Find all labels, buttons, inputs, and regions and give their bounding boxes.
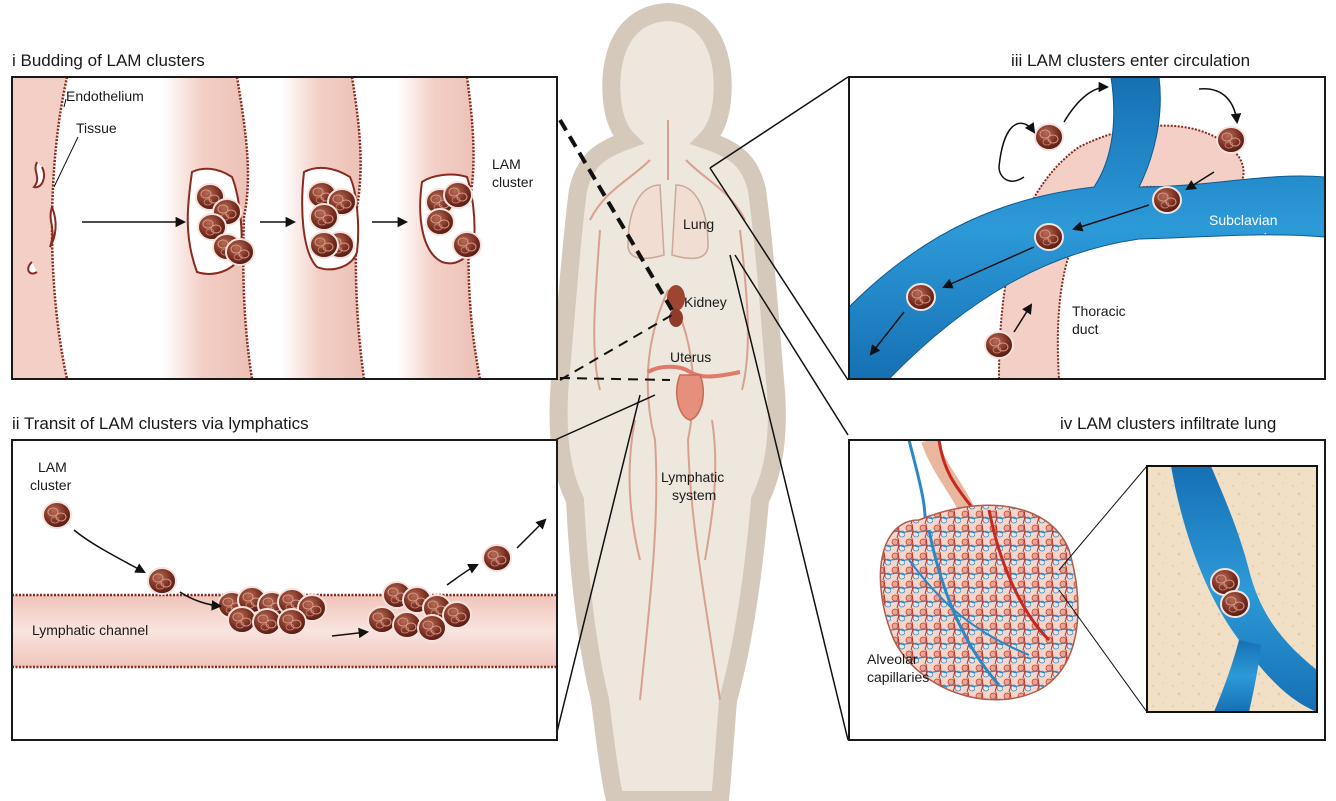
uterus-label: Uterus (670, 349, 711, 365)
panel-iii-title: iii LAM clusters enter circulation (1011, 51, 1250, 70)
lam-cluster-label-line1: LAM (492, 156, 521, 172)
panel-iv-title: iv LAM clusters infiltrate lung (1060, 414, 1276, 433)
endothelium-label: Endothelium (66, 88, 144, 104)
panel-iv: iv LAM clusters infiltrate lung Alveolar… (849, 414, 1325, 740)
panel-iv-canvas: Alveolar capillaries (849, 440, 1325, 740)
subclavian-label-line2: vein (1249, 230, 1275, 246)
panel-iii-canvas: Subclavian vein Thoracic duct (849, 77, 1325, 379)
tissue-label: Tissue (76, 120, 117, 136)
lam-cluster-ii-line2: cluster (30, 477, 72, 493)
panel-ii-canvas: LAM cluster Lymphatic channel (12, 440, 557, 740)
lymphatic-label-line1: Lymphatic (661, 469, 724, 485)
panel-ii: ii Transit of LAM clusters via lymphatic… (12, 414, 557, 740)
subclavian-label-line1: Subclavian (1209, 212, 1278, 228)
lam-cluster-label-line2: cluster (492, 174, 534, 190)
kidney-label: Kidney (684, 294, 727, 310)
kidney-organ-lower (669, 309, 683, 327)
panel-i: i Budding of LAM clusters (12, 51, 557, 379)
lung-label: Lung (683, 216, 714, 232)
panel-i-title: i Budding of LAM clusters (12, 51, 205, 70)
panel-ii-title: ii Transit of LAM clusters via lymphatic… (12, 414, 309, 433)
thoracic-label-line2: duct (1072, 321, 1099, 337)
lam-cluster-ii-line1: LAM (38, 459, 67, 475)
body-silhouette: Lung Kidney Uterus Lymphatic system (559, 12, 777, 800)
panel-iii: iii LAM clusters enter circulation Subcl… (849, 51, 1325, 379)
alveolar-label-line1: Alveolar (867, 651, 918, 667)
thoracic-label-line1: Thoracic (1072, 303, 1126, 319)
alveolar-label-line2: capillaries (867, 669, 929, 685)
lymphatic-channel-label: Lymphatic channel (32, 622, 148, 638)
panel-i-canvas: Endothelium Tissue LAM cluster (12, 77, 557, 379)
lymphatic-label-line2: system (672, 487, 716, 503)
